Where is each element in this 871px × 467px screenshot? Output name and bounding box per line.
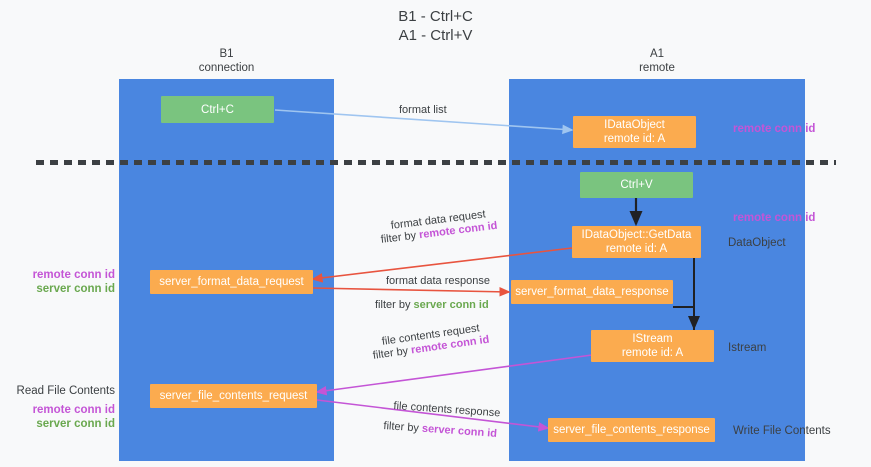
edge-label-file-contents-response-filter-key: server conn id — [421, 422, 498, 440]
node-getdata-line2: remote id: A — [605, 243, 668, 255]
node-ctrl-v[interactable]: Ctrl+V — [580, 172, 693, 198]
lane-header-b1-line1: B1 — [219, 48, 234, 60]
edge-label-file-contents-response-filter-prefix: filter by — [383, 419, 423, 435]
edge-label-format-data-response: format data response — [386, 275, 490, 287]
node-istream[interactable]: IStream remote id: A — [591, 330, 714, 362]
edge-label-file-contents-request-filter-prefix: filter by — [372, 344, 412, 362]
node-server-format-data-request[interactable]: server_format_data_request — [150, 270, 313, 294]
node-server-format-data-response[interactable]: server_format_data_response — [511, 280, 673, 304]
side-label-remote-conn-id-middle: remote conn id — [733, 212, 816, 224]
node-server-file-contents-request-label: server_file_contents_request — [159, 390, 308, 402]
node-ctrl-v-label: Ctrl+V — [620, 179, 653, 191]
node-server-file-contents-response[interactable]: server_file_contents_response — [548, 418, 715, 442]
lane-header-b1-line2: connection — [198, 62, 255, 74]
lane-header-a1-line1: A1 — [649, 48, 665, 60]
node-idataobject-line1: IDataObject — [604, 119, 665, 131]
node-istream-line1: IStream — [632, 333, 673, 345]
node-server-file-contents-response-label: server_file_contents_response — [553, 424, 710, 436]
lane-header-b1: B1 connection — [119, 47, 334, 75]
side-label-left-remote-conn-id-2: remote conn id — [32, 404, 115, 416]
node-ctrl-c-label: Ctrl+C — [201, 103, 234, 116]
diagram-title-line1: B1 - Ctrl+C — [398, 8, 473, 25]
edge-format-data-response — [312, 287, 511, 297]
node-server-format-data-response-label: server_format_data_response — [515, 286, 669, 298]
node-istream-line2: remote id: A — [621, 347, 684, 359]
edge-label-format-data-response-filter: filter by server conn id — [375, 298, 489, 312]
side-label-left-server-conn-id-2: server conn id — [36, 418, 115, 430]
edge-label-format-data-response-filter-key: server conn id — [413, 299, 489, 311]
diagram-title-line2: A1 - Ctrl+V — [398, 27, 473, 44]
side-label-read-file-contents: Read File Contents — [16, 385, 115, 397]
edge-label-format-list: format list — [399, 104, 447, 116]
node-server-file-contents-request[interactable]: server_file_contents_request — [150, 384, 317, 408]
node-idataobject[interactable]: IDataObject remote id: A — [573, 116, 696, 148]
node-ctrl-c[interactable]: Ctrl+C — [161, 96, 274, 123]
node-idataobject-line2: remote id: A — [603, 133, 666, 145]
side-label-istream: Istream — [728, 342, 767, 354]
side-label-remote-conn-id-top: remote conn id — [733, 123, 816, 135]
lane-header-a1: A1 remote — [509, 47, 805, 75]
edge-label-format-data-response-filter-prefix: filter by — [375, 299, 414, 311]
lane-header-a1-line2: remote — [639, 62, 675, 74]
node-getdata[interactable]: IDataObject::GetData remote id: A — [572, 226, 701, 258]
node-getdata-line1: IDataObject::GetData — [581, 229, 692, 241]
edge-label-file-contents-response: file contents response — [393, 399, 501, 420]
side-label-left-remote-conn-id-1: remote conn id — [32, 269, 115, 281]
section-divider — [36, 160, 836, 165]
edge-label-file-contents-response-filter: filter by server conn id — [383, 419, 497, 441]
edge-label-format-data-request-filter-prefix: filter by — [380, 229, 420, 246]
side-label-left-server-conn-id-1: server conn id — [36, 283, 115, 295]
node-server-format-data-request-label: server_format_data_request — [159, 276, 304, 288]
side-label-write-file-contents: Write File Contents — [733, 425, 831, 437]
side-label-dataobject: DataObject — [728, 237, 786, 249]
